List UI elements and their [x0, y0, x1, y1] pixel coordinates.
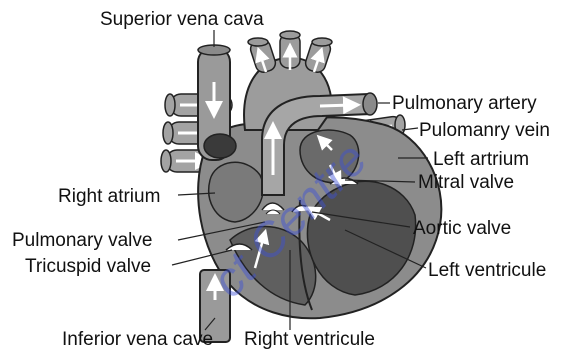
label-tricuspid-valve: Tricuspid valve: [25, 256, 151, 277]
label-right-ventricle: Right ventricule: [244, 329, 375, 350]
pulmonary-artery-opening: [363, 93, 377, 115]
label-aortic-valve: Aortic valve: [413, 218, 511, 239]
label-mitral-valve: Mitral valve: [418, 172, 514, 193]
label-left-atrium: Left artrium: [433, 149, 529, 170]
label-superior-vena-cava: Superior vena cava: [100, 9, 264, 30]
label-inferior-vena-cava: Inferior vena cave: [62, 329, 213, 350]
label-pulmonary-vein: Pulomanry vein: [419, 120, 550, 141]
label-pulmonary-artery: Pulmonary artery: [392, 93, 537, 114]
label-right-atrium: Right atrium: [58, 186, 160, 207]
label-left-ventricle: Left ventricule: [428, 260, 546, 281]
label-pulmonary-valve: Pulmonary valve: [12, 230, 152, 251]
